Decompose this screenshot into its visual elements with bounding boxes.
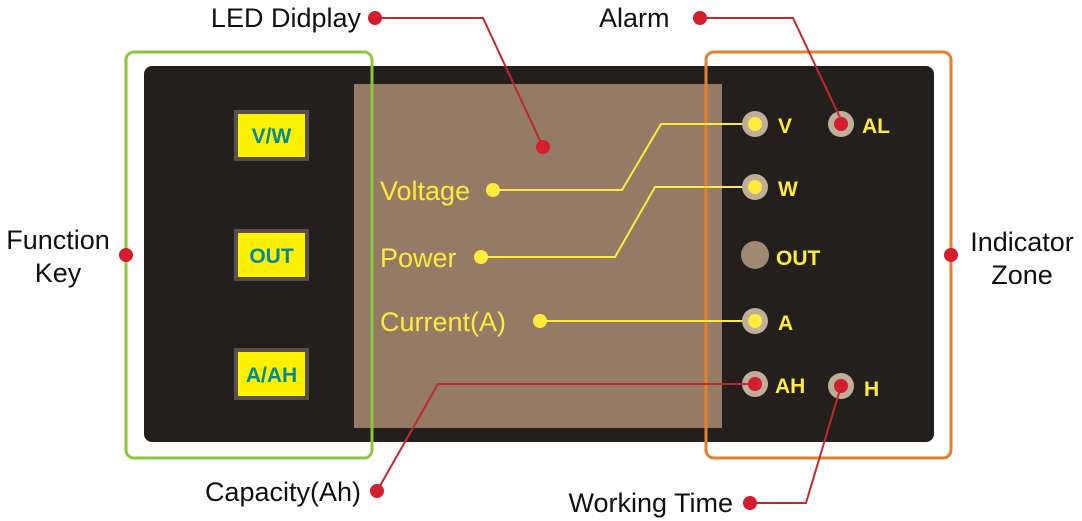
indicator-v: V xyxy=(742,111,792,138)
callout-capacity: Capacity(Ah) xyxy=(205,477,361,507)
function-key-out[interactable]: OUT xyxy=(234,229,309,281)
indicator-w: W xyxy=(742,174,798,201)
function-key-callout-dot xyxy=(119,248,133,262)
function-key-vw[interactable]: V/W xyxy=(234,110,309,161)
power-leader-line xyxy=(481,186,755,258)
callout-function-key-line1: Function xyxy=(6,225,110,255)
display-label-power: Power xyxy=(380,243,457,273)
indicator-label: H xyxy=(864,378,879,401)
indicator-out: OUT xyxy=(741,241,821,270)
function-key-label: OUT xyxy=(249,245,294,268)
function-key-label: A/AH xyxy=(246,364,297,387)
indicator-label: A xyxy=(778,312,793,335)
indicator-a: A xyxy=(742,308,793,335)
alarm-callout-dot xyxy=(693,11,707,25)
capacity-leader xyxy=(376,383,755,492)
indicator-label: AL xyxy=(862,115,890,138)
function-key-aah[interactable]: A/AH xyxy=(234,348,309,400)
voltage-leader-line xyxy=(493,123,755,191)
working-time-leader xyxy=(750,385,842,504)
callout-indicator-zone-line2: Zone xyxy=(991,260,1053,290)
led-display-target-dot xyxy=(536,140,550,154)
callout-indicator-zone-line1: Indicator xyxy=(970,227,1074,257)
capacity-callout-dot xyxy=(370,484,384,498)
display-label-current: Current(A) xyxy=(380,307,506,337)
power-label-dot xyxy=(474,250,488,264)
indicator-al: AL xyxy=(828,111,890,138)
working-time-callout-dot xyxy=(743,496,757,510)
indicator-label: W xyxy=(778,178,798,201)
callout-alarm: Alarm xyxy=(599,3,670,33)
alarm-leader xyxy=(700,17,844,125)
function-key-label: V/W xyxy=(252,125,292,148)
indicator-label: OUT xyxy=(776,247,821,270)
callout-function-key-line2: Key xyxy=(35,258,82,288)
indicator-label: AH xyxy=(775,375,805,398)
voltage-label-dot xyxy=(486,183,500,197)
led-display-callout-dot xyxy=(368,11,382,25)
current-label-dot xyxy=(533,314,547,328)
indicator-label: V xyxy=(778,115,792,138)
callout-led-display: LED Didplay xyxy=(211,3,362,33)
display-label-voltage: Voltage xyxy=(380,176,470,206)
led-display-leader xyxy=(375,17,544,148)
callout-working-time: Working Time xyxy=(568,488,733,518)
indicator-zone-callout-dot xyxy=(944,248,958,262)
